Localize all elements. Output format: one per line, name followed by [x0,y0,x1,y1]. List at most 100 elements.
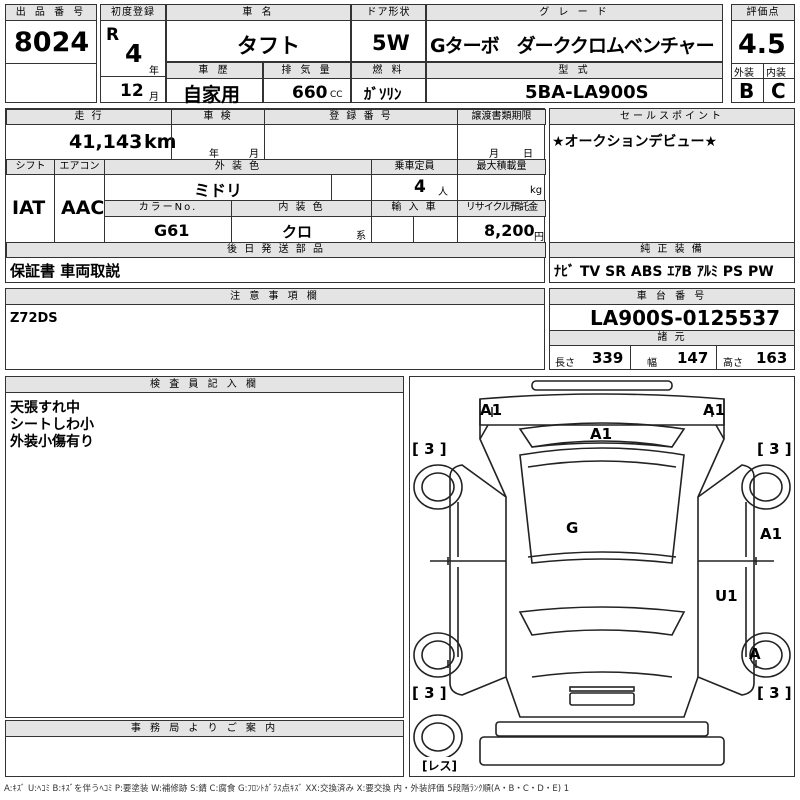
tire-rear-left: [ 3 ] [412,684,447,702]
car-name: タフト [237,34,300,58]
model: 5BA-LA900S [525,82,649,103]
model-box: 型 式 5BA-LA900S [426,62,723,103]
tire-front-left: [ 3 ] [412,440,447,458]
exterior-color: ミドリ [194,181,243,200]
grade-label: グ レ ー ド [427,5,722,21]
length: 339 [592,349,624,367]
interior-color-unit: 系 [356,231,366,242]
sales-point: ★オークションデビュー★ [552,134,718,150]
transfer-day-unit: 日 [523,149,533,160]
fuel: ｶﾞｿﾘﾝ [364,85,402,103]
registration-label: 初度登録 [101,5,165,21]
inspector-label: 検 査 員 記 入 欄 [6,377,403,393]
lot-label: 出 品 番 号 [6,5,96,21]
door-box: ドア形状 5W [351,4,426,62]
chassis-number: LA900S-0125537 [590,306,781,330]
model-label: 型 式 [427,63,722,79]
import-label: 輸 入 車 [371,200,458,217]
mileage-unit: km [144,131,177,153]
later-label: 後 日 発 送 部 品 [6,242,546,258]
damage-a-wheel: A [749,645,761,663]
inspector-line-2: シートしわ小 [10,417,94,433]
fuel-box: 燃 料 ｶﾞｿﾘﾝ [351,62,426,103]
reg-year: 4 [125,39,143,68]
legend-footer: A:ｷｽﾞ U:ﾍｺﾐ B:ｷｽﾞを伴うﾍｺﾐ P:要塗装 W:補修跡 S:錆 … [4,784,570,794]
displacement: 660 [292,83,328,103]
equipment: ﾅﾋﾞ TV SR ABS ｴｱB ｱﾙﾐ PS PW [554,264,774,280]
score: 4.5 [738,29,786,60]
recycle-label: リサイクル預託金 [457,200,546,217]
capacity-unit: 人 [438,187,448,198]
spare-tire: [レス] [422,757,457,774]
exterior-score: B [739,79,755,103]
capacity-label: 乗車定員 [371,159,458,175]
dims-label: 諸 元 [549,330,795,346]
capacity: 4 [414,177,426,197]
damage-a1-front-right: A1 [703,401,726,419]
recycle: 8,200 [484,221,535,240]
interior-score: C [771,79,786,103]
transfer-month-unit: 月 [489,149,499,160]
transfer-label: 譲渡書類期限 [457,109,546,125]
equipment-label: 純 正 装 備 [549,242,795,258]
office-box: 事 務 局 よ り ご 案 内 [5,720,404,777]
inspection-label: 車 検 [171,109,265,125]
lot-box: 出 品 番 号 8024 [5,4,97,103]
height: 163 [756,349,788,367]
era: R [106,25,120,45]
details-box: 走 行 車 検 登 録 番 号 譲渡書類期限 41,143 km 年 月 月 日… [5,108,546,283]
score-box: 評価点 4.5 外装 内装 B C [731,4,795,103]
length-label: 長さ [555,358,575,369]
history-box: 車 歴 自家用 [166,62,263,106]
mileage: 41,143 [69,131,143,153]
mileage-label: 走 行 [6,109,172,125]
inspection-year-unit: 年 [209,149,219,160]
tire-front-right: [ 3 ] [757,440,792,458]
fuel-label: 燃 料 [352,63,425,79]
height-label: 高さ [723,358,743,369]
notes-label: 注 意 事 項 欄 [6,289,544,305]
interior-color: クロ [282,223,313,241]
grade-box: グ レ ー ド Gターボ ダーククロムベンチャー [426,4,723,62]
color-no-label: カラーNo. [104,200,232,217]
chassis-box: 車 台 番 号 LA900S-0125537 諸 元 長さ 339 幅 147 … [549,288,795,370]
history-label: 車 歴 [167,63,262,79]
lot-number: 8024 [14,27,90,58]
displacement-label: 排 気 量 [264,63,350,79]
car-name-box: 車 名 タフト [166,4,351,62]
interior-label: 内装 [766,68,786,79]
displacement-unit: CC [330,90,343,100]
damage-a1-front-left: A1 [480,401,503,419]
exterior-label: 外装 [734,68,754,79]
car-name-label: 車 名 [167,5,350,21]
color-no: G61 [154,221,190,240]
recycle-unit: 円 [534,232,544,243]
score-label: 評価点 [732,5,794,21]
width: 147 [677,349,709,367]
damage-a1-windshield: A1 [590,425,613,443]
door-type: 5W [372,31,410,55]
history: 自家用 [183,84,241,106]
damage-u1-door: U1 [715,587,738,605]
width-label: 幅 [647,358,657,369]
displacement-box: 排 気 量 660 CC [263,62,351,103]
reg-month-unit: 月 [149,92,159,103]
color-label: 外 装 色 [104,159,372,175]
door-label: ドア形状 [352,5,425,21]
car-outline [413,380,791,766]
inspector-line-3: 外装小傷有り [10,434,94,450]
registration-box: 初度登録 R 4 年 12 月 [100,4,166,103]
notes: Z72DS [10,311,58,326]
interior-color-label: 内 装 色 [231,200,372,217]
reg-month: 12 [120,81,144,101]
damage-g-roof: G [566,519,579,537]
grade: Gターボ ダーククロムベンチャー [430,35,715,57]
sales-point-label: セールスポイント [550,109,794,125]
shift: IAT [12,197,46,219]
chassis-label: 車 台 番 号 [550,289,794,305]
notes-box: 注 意 事 項 欄 Z72DS [5,288,545,370]
tire-rear-right: [ 3 ] [757,684,792,702]
load-label: 最大積載量 [457,159,546,175]
ac-label: エアコン [54,159,105,175]
inspection-month-unit: 月 [249,149,259,160]
